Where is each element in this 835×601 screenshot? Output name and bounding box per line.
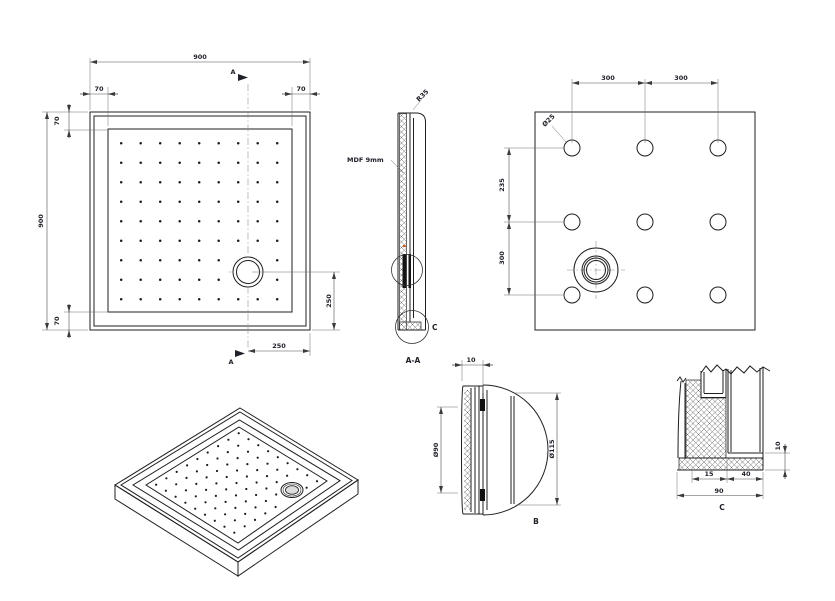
section-marker-a-top: A <box>230 68 235 76</box>
iso-rim-lip <box>120 411 353 559</box>
hole-diameter-label: Ø25 <box>541 112 557 128</box>
section-mdf-layer <box>399 113 407 331</box>
detail-b-seal-bottom <box>480 489 485 501</box>
dim-text-inner-dia: Ø90 <box>432 442 440 457</box>
detail-b-view: 10 Ø90 Ø115 B <box>432 356 561 526</box>
dim-text-outer-dia: Ø115 <box>548 439 556 459</box>
detail-b-label: B <box>533 517 539 526</box>
section-foot-slab <box>399 321 422 331</box>
bottom-view: 300 300 235 300 Ø25 <box>498 74 756 331</box>
section-view: C R35 MDF 9mm A-A <box>347 87 438 365</box>
detail-c-marker: C <box>432 323 438 332</box>
dim-text-step: 15 <box>704 470 714 478</box>
bottom-drain <box>567 241 625 299</box>
iso-skirt-left <box>114 484 239 577</box>
dim-text-rim-left-top: 70 <box>53 116 61 126</box>
dim-text-overall-top: 900 <box>193 53 207 61</box>
section-outer-wall <box>398 112 426 330</box>
dim-text-overall-left: 900 <box>37 214 45 228</box>
dim-text-drain-from-bottom: 250 <box>325 294 333 308</box>
iso-antislip-dots <box>155 432 319 534</box>
detail-c-mdf-block <box>685 379 727 459</box>
iso-rim-inner <box>132 419 341 551</box>
detail-c-break-line <box>700 364 771 375</box>
dim-text-ledge: 40 <box>741 470 751 478</box>
plan-drain <box>231 255 265 289</box>
detail-b-wall-hatch <box>464 390 471 510</box>
section-drain-fitting <box>402 254 407 288</box>
dim-text-first-row: 235 <box>498 178 506 192</box>
isometric-view <box>114 407 359 577</box>
detail-c-base-slab <box>678 457 764 471</box>
iso-drain <box>280 482 304 498</box>
detail-circle-c <box>395 310 429 344</box>
dim-text-pitch-right: 300 <box>674 74 688 82</box>
dim-text-width: 90 <box>714 487 724 495</box>
section-marker-a-bottom: A <box>228 358 233 366</box>
detail-c-label: C <box>719 503 725 512</box>
bottom-outer-edge <box>534 111 756 331</box>
iso-floor <box>145 426 328 544</box>
section-label: A-A <box>406 356 421 365</box>
corner-radius-label: R35 <box>415 87 431 103</box>
dim-text-rim-top-left: 70 <box>94 85 104 93</box>
section-arrow-top <box>238 74 248 81</box>
detail-b-dome <box>482 384 549 516</box>
detail-c-skirt-outer <box>677 380 682 459</box>
detail-c-view: 15 40 90 10 C <box>676 364 790 512</box>
detail-circle-drain <box>391 254 423 286</box>
section-arrow-bottom <box>235 350 245 357</box>
iso-rim-outer <box>114 407 359 563</box>
detail-b-seal-top <box>480 399 485 411</box>
plan-floor-edge <box>107 128 293 313</box>
dim-text-lip: 10 <box>466 356 476 364</box>
accent-mark <box>402 245 406 248</box>
dim-text-thickness: 10 <box>774 441 782 451</box>
plan-lip-edge <box>93 115 307 327</box>
dim-text-pitch-left: 300 <box>601 74 615 82</box>
plan-outer-edge <box>89 111 311 331</box>
dim-text-drain-from-right: 250 <box>272 342 286 350</box>
dim-text-rim-top-right: 70 <box>296 85 306 93</box>
plan-view: 900 70 70 900 70 70 250 <box>37 53 340 366</box>
dim-text-rim-left-bottom: 70 <box>53 316 61 326</box>
section-drain-fitting-2 <box>408 254 411 288</box>
dim-text-second-row: 300 <box>498 251 506 265</box>
material-note: MDF 9mm <box>347 156 384 164</box>
